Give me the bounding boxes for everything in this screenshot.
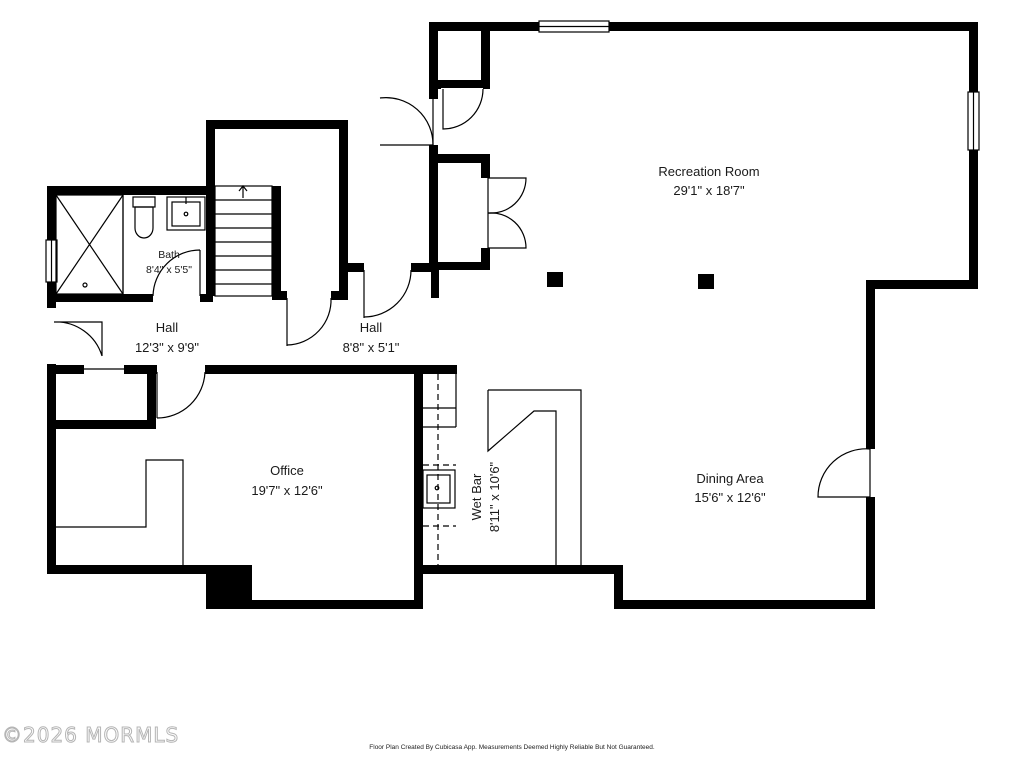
windows <box>45 20 980 283</box>
recreation-room-dims: 29'1" x 18'7" <box>673 183 745 198</box>
hall-left-name: Hall <box>156 320 179 335</box>
wet-bar-dims: 8'11" x 10'6" <box>487 461 502 532</box>
doors <box>46 88 876 498</box>
wet-bar-name: Wet Bar <box>469 473 484 520</box>
office-dims: 19'7" x 12'6" <box>251 483 323 498</box>
hall-center-name: Hall <box>360 320 383 335</box>
hall-left-dims: 12'3" x 9'9" <box>135 340 199 355</box>
footer-note: Floor Plan Created By Cubicasa App. Meas… <box>369 744 655 751</box>
bath-dims: 8'4" x 5'5" <box>146 264 192 276</box>
watermark: ©2026 MORMLS <box>2 723 179 747</box>
room-labels: Recreation Room 29'1" x 18'7" Dining Are… <box>135 164 766 532</box>
dining-area-name: Dining Area <box>696 471 764 486</box>
recreation-room-name: Recreation Room <box>658 164 759 179</box>
dining-area-dims: 15'6" x 12'6" <box>694 490 766 505</box>
fixtures <box>55 185 714 565</box>
bath-name: Bath <box>158 249 180 261</box>
office-name: Office <box>270 463 304 478</box>
hall-center-dims: 8'8" x 5'1" <box>343 340 400 355</box>
walls <box>47 22 978 609</box>
